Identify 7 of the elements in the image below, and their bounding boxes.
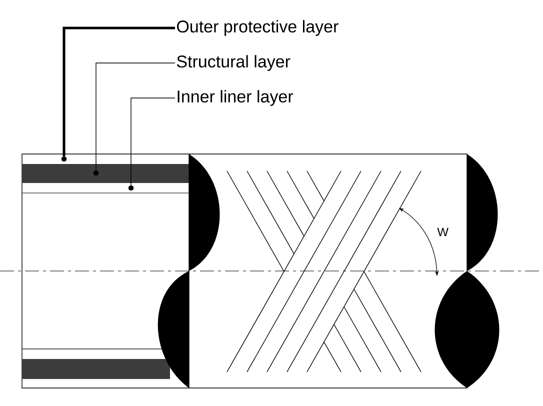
label-text: Outer protective layer [177,20,338,36]
leader-line [96,62,176,171]
label-text: Inner liner layer [178,90,294,106]
angle-label: W [437,228,448,236]
leader-line [62,26,175,156]
label-text: Structural layer [176,55,290,71]
leader-line [130,98,176,186]
